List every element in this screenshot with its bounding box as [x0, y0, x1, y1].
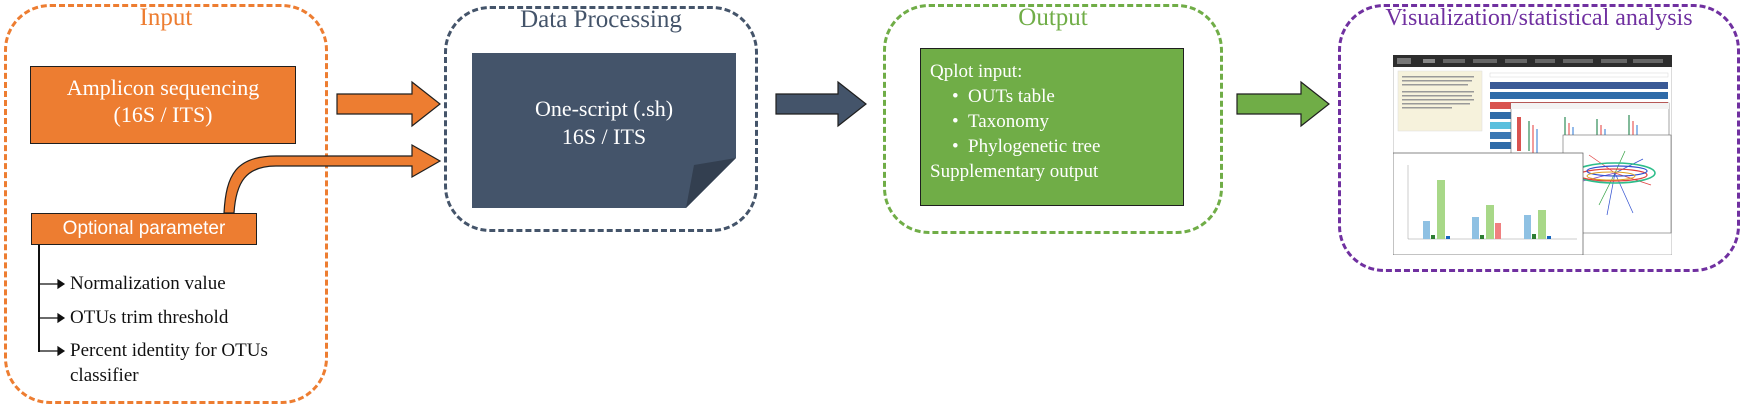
script-document-shape — [472, 53, 736, 208]
qplot-dashboard-image — [1393, 55, 1672, 255]
curved-arrow-optional-to-processing — [223, 143, 442, 214]
amplicon-line1: Amplicon sequencing — [66, 75, 260, 100]
parameter-otus-trim: OTUs trim threshold — [70, 307, 229, 328]
output-supplementary: Supplementary output — [930, 161, 1099, 182]
output-title: Output — [1018, 4, 1088, 31]
output-box: Qplot input: OUTs table Taxonomy Phyloge… — [920, 48, 1184, 206]
barchart-window — [1393, 152, 1584, 255]
script-line1: One-script (.sh) — [534, 96, 674, 121]
amplicon-sequencing-box: Amplicon sequencing (16S / ITS) — [30, 66, 296, 144]
parameter-classifier: classifier — [70, 365, 139, 386]
arrow-input-to-processing — [336, 80, 441, 128]
visualization-title: Visualization/statistical analysis — [1385, 5, 1693, 31]
parameter-tree-arrows — [38, 278, 66, 357]
optional-parameter-box: Optional parameter — [31, 213, 257, 245]
input-panel: Input — [4, 4, 328, 404]
visualization-panel: Visualization/statistical analysis — [1338, 4, 1740, 272]
data-processing-title: Data Processing — [520, 6, 682, 33]
script-label: One-script (.sh) 16S / ITS — [472, 95, 736, 151]
parameter-normalization: Normalization value — [70, 273, 226, 294]
parameter-tree-line — [38, 245, 40, 352]
output-heading: Qplot input: — [930, 61, 1023, 82]
output-panel: Output — [883, 4, 1223, 234]
output-item-phylogenetic-tree: Phylogenetic tree — [952, 134, 1183, 159]
arrow-processing-to-output — [775, 80, 867, 128]
amplicon-line2: (16S / ITS) — [113, 102, 213, 127]
output-item-otus-table: OUTs table — [952, 84, 1183, 109]
arrow-output-to-visualization — [1236, 80, 1330, 128]
script-line2: 16S / ITS — [561, 124, 647, 149]
data-processing-panel: Data Processing — [444, 6, 758, 232]
output-item-taxonomy: Taxonomy — [952, 109, 1183, 134]
parameter-percent-identity: Percent identity for OTUs — [70, 340, 268, 361]
input-title: Input — [139, 4, 193, 31]
